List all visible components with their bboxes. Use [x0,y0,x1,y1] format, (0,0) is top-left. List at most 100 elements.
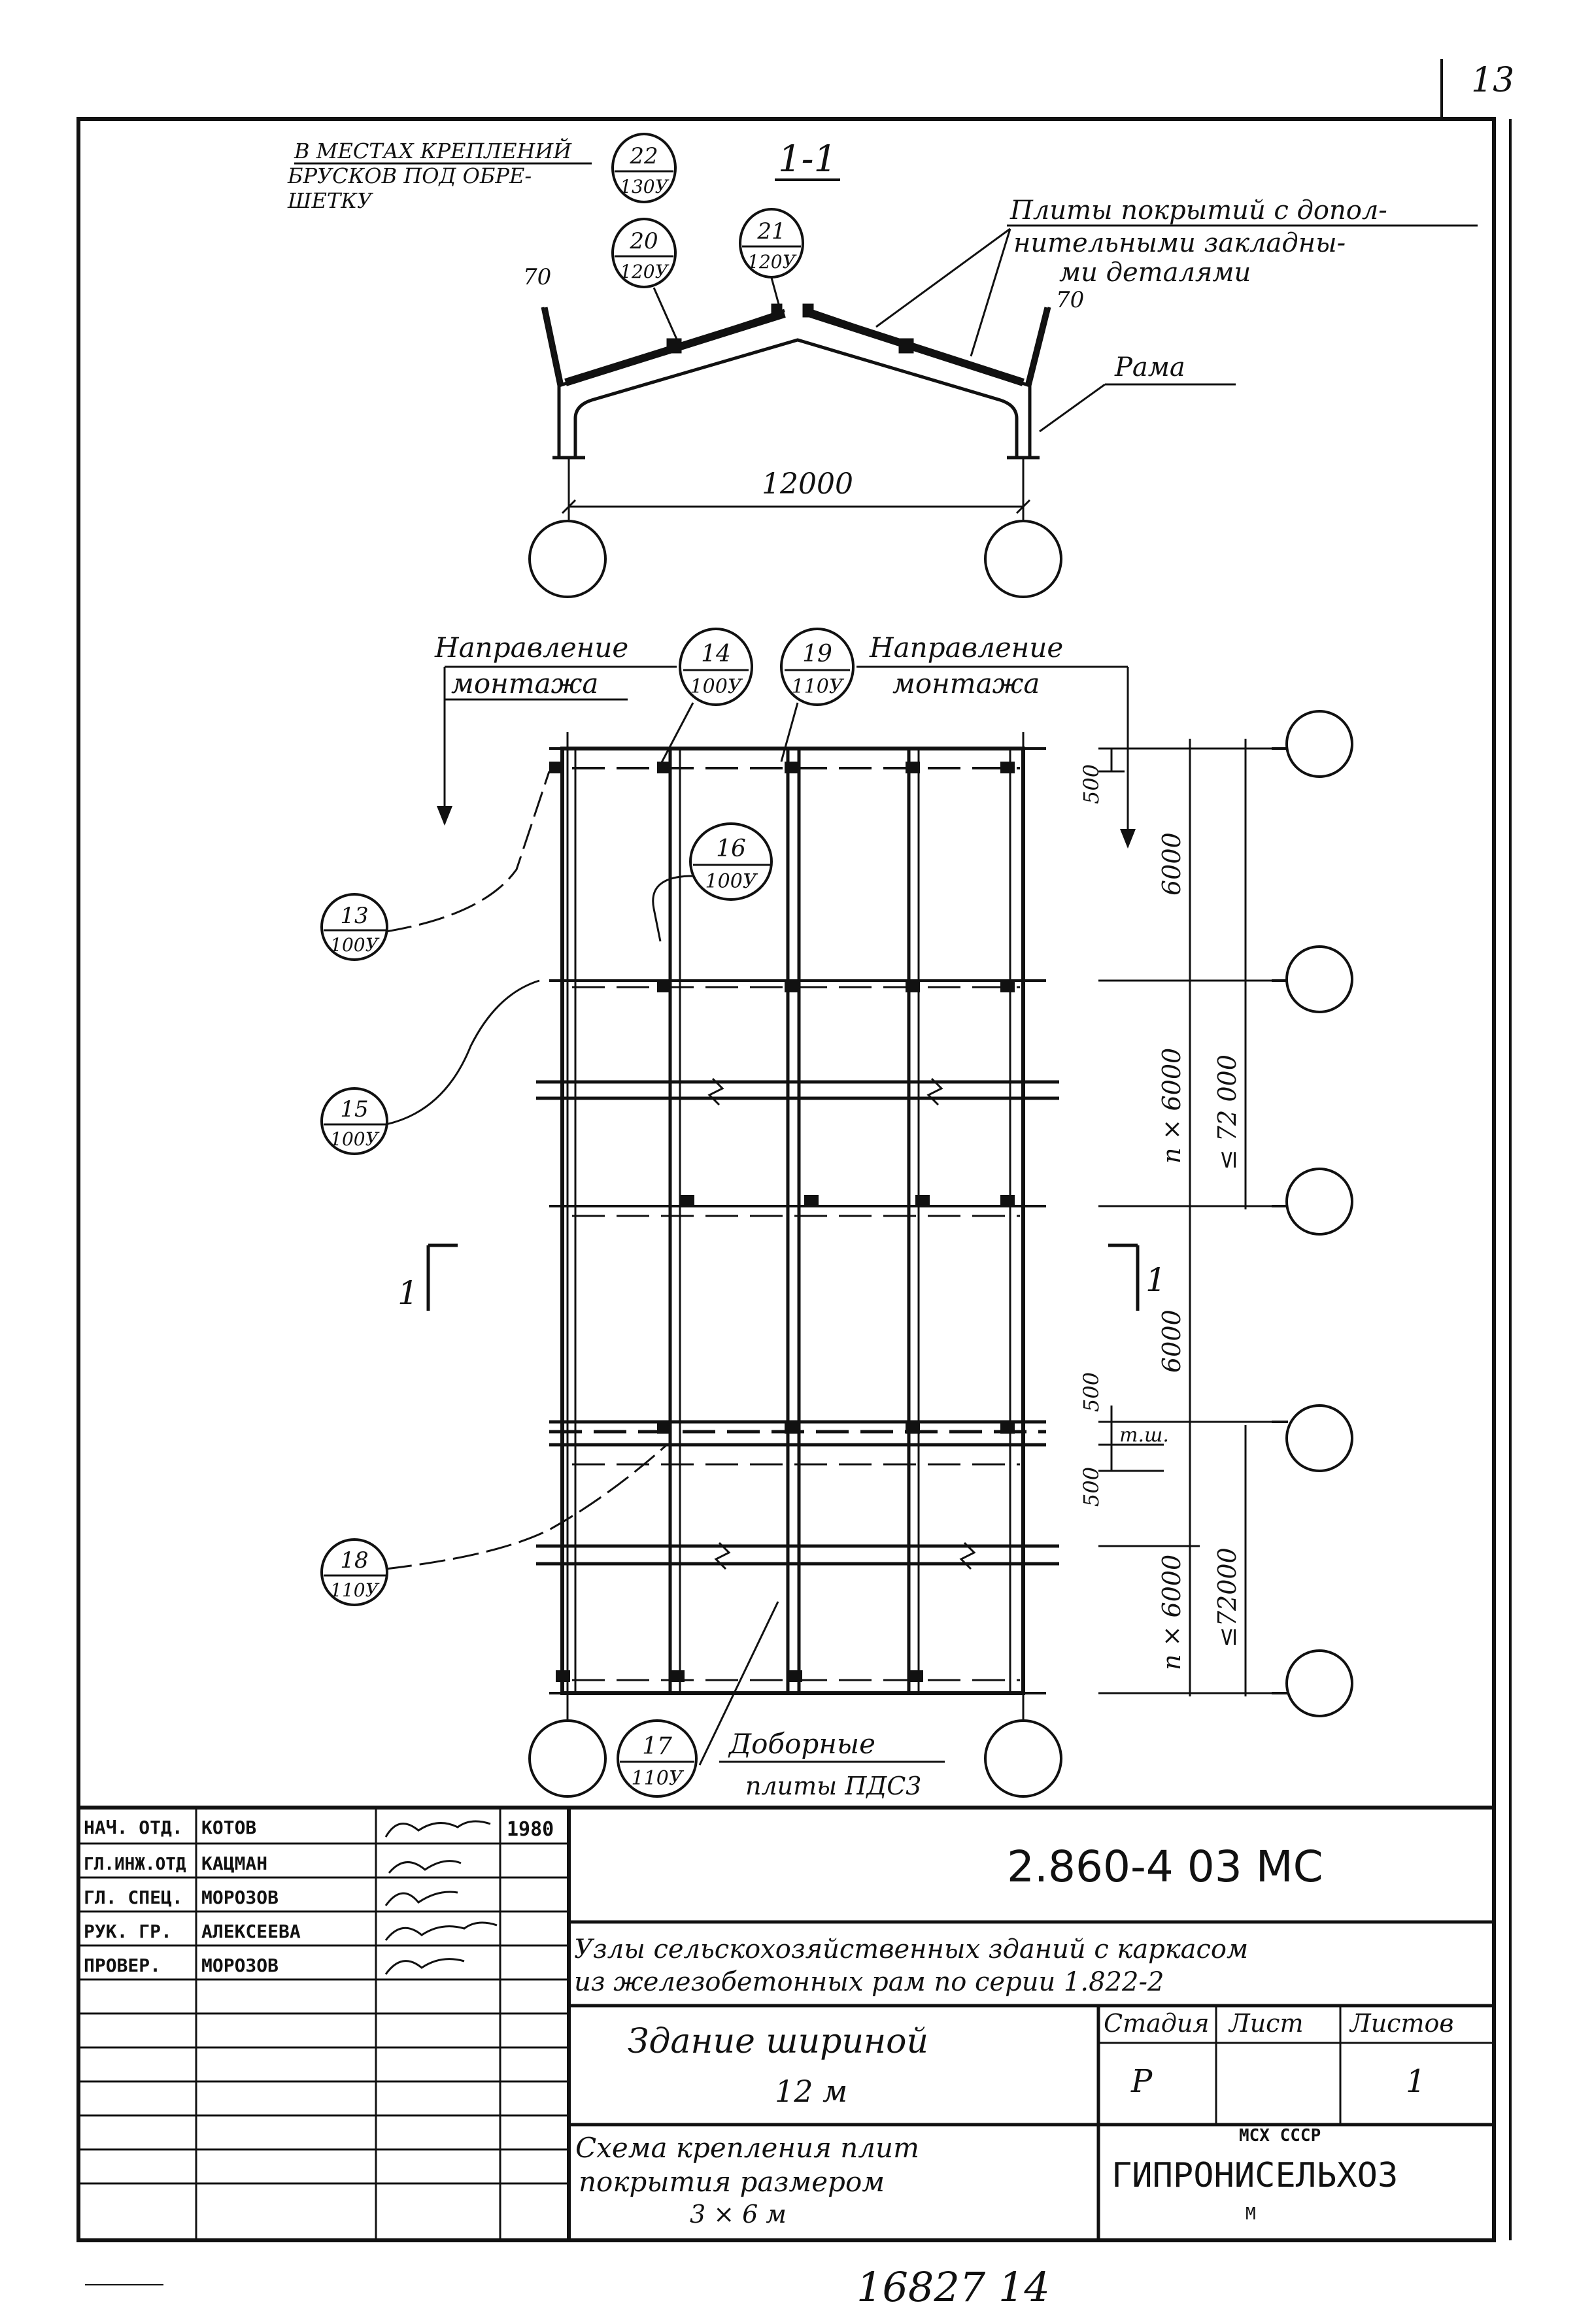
dim-500-top: 500 [1079,764,1104,804]
dim-n6000-a: n × 6000 [1157,1048,1186,1164]
slab-outline [560,747,1025,1695]
callout-13-num: 13 [340,903,368,929]
roof-plates [564,303,1025,386]
extra-plates-line1: Доборные [728,1728,875,1760]
callout-17: 17 110У [617,1719,698,1798]
sheet-number: 13 [1471,61,1514,100]
callout-21-num: 21 [756,218,785,244]
plan: Направление монтажа Направление монтажа … [320,628,1353,1800]
title-block [78,1806,1494,2240]
plates-note-line2: нительными закладны- [1013,228,1346,258]
stage-value: Р [1130,2063,1153,2100]
span-label: 12000 [762,467,853,501]
plates-leader-1 [875,227,1011,328]
joint-label: т.ш. [1119,1424,1169,1447]
role-4: ПРОВЕР. [84,1955,161,1976]
axis-bubble-left [528,520,607,598]
stage-header: Стадия [1104,2009,1209,2038]
section-note-line3: ШЕТКУ [287,188,374,213]
plates-note-line3: ми деталями [1059,258,1251,288]
name-0: КОТОВ [201,1817,256,1838]
sheets-header: Листов [1349,2009,1454,2038]
leader-17 [698,1601,779,1766]
direction-left-1: Направление [434,632,628,664]
callout-20-sheet: 120У [620,261,669,282]
frame-label: Рама [1114,352,1185,382]
callout-19: 19 110У [780,628,855,706]
role-2: ГЛ. СПЕЦ. [84,1887,183,1908]
callout-16-num: 16 [716,835,746,862]
role-3: РУК. ГР. [84,1921,172,1942]
plates-leader-2 [970,228,1011,357]
scheme-line2: покрытия размером [579,2166,885,2198]
series-line2: из железобетонных рам по серии 1.822-2 [574,1967,1164,1997]
callout-15-num: 15 [340,1096,368,1122]
frame-profile [541,307,1051,460]
callout-22: 22 130У [611,133,677,203]
dim-n6000-b: n × 6000 [1157,1555,1186,1670]
extra-plates-line2: плиты ПДС3 [745,1772,922,1800]
inventory-number: 16827 14 [856,2263,1050,2311]
frame-leader [1039,383,1106,433]
sheet-frame [76,117,1496,2242]
name-1: КАЦМАН [201,1853,267,1874]
axis-bubbles-right [1272,710,1353,1717]
callout-13-sheet: 100У [330,934,379,956]
callout-17-sheet: 110У [632,1767,685,1790]
building-line2: 12 м [775,2074,847,2109]
org-line3: М [1246,2204,1256,2224]
callout-19-num: 19 [802,641,832,667]
axis-bubbles-bottom [528,1719,1062,1798]
leader-20 [653,287,681,347]
callout-16: 16 100У [689,822,773,901]
embedded-parts [549,762,1015,1682]
sheet-header: Лист [1228,2009,1304,2038]
leader-13 [385,771,551,933]
name-3: АЛЕКСЕЕВА [201,1921,301,1942]
series-line1: Узлы сельскохозяйственных зданий с карка… [574,1934,1248,1964]
callout-14: 14 100У [679,628,753,706]
scheme-line1: Схема крепления плит [575,2132,919,2164]
dim-total-b: ≤72000 [1213,1547,1242,1647]
name-2: МОРОЗОВ [201,1887,279,1908]
callout-21: 21 120У [739,208,804,278]
cut-marker-right: 1 [1108,1243,1166,1311]
staff-table: НАЧ. ОТД. КОТОВ ГЛ.ИНЖ.ОТД КАЦМАН ГЛ. СП… [84,1817,554,1976]
role-0: НАЧ. ОТД. [84,1817,183,1838]
cut-marker-left: 1 [398,1243,458,1312]
leader-19 [780,702,799,762]
dim-total-a: ≤ 72 000 [1213,1054,1242,1170]
building-line1: Здание шириной [628,2022,928,2061]
role-1: ГЛ.ИНЖ.ОТД [84,1855,186,1874]
callout-14-sheet: 100У [690,675,743,698]
direction-right-2: монтажа [892,667,1040,699]
year: 1980 [507,1818,554,1841]
callout-18-sheet: 110У [330,1579,379,1601]
signatures [384,1820,498,1975]
axis-bubble-right [984,520,1062,598]
callout-21-sheet: 120У [747,251,796,273]
callout-20-num: 20 [629,228,658,254]
section-1-1: В МЕСТАХ КРЕПЛЕНИЙ БРУСКОВ ПОД ОБРЕ- ШЕТ… [287,133,1478,598]
designation: 2.860-4 03 МС [1007,1842,1323,1892]
dim-6000-top: 6000 [1157,832,1186,896]
dim-6000-mid: 6000 [1157,1309,1186,1373]
scheme-line3: 3 × 6 м [690,2200,787,2229]
leader-18 [385,1443,668,1570]
callout-14-num: 14 [701,641,731,667]
dim-500-a: 500 [1079,1372,1104,1412]
org-line2: ГИПРОНИСЕЛЬХОЗ [1111,2156,1398,2195]
dimension-chain [1098,739,1272,1696]
callout-13: 13 100У [320,893,388,961]
leader-16 [652,875,694,942]
plates-note-line1: Плиты покрытий с допол- [1009,195,1387,226]
direction-left-2: монтажа [451,667,598,699]
section-note-line1: В МЕСТАХ КРЕПЛЕНИЙ [294,138,572,163]
section-note-line2: БРУСКОВ ПОД ОБРЕ- [287,163,532,188]
callout-15-sheet: 100У [330,1128,379,1150]
cut-right-label: 1 [1145,1261,1166,1299]
callout-16-sheet: 100У [705,870,758,893]
leader-14 [659,702,694,766]
direction-right-1: Направление [869,632,1063,664]
